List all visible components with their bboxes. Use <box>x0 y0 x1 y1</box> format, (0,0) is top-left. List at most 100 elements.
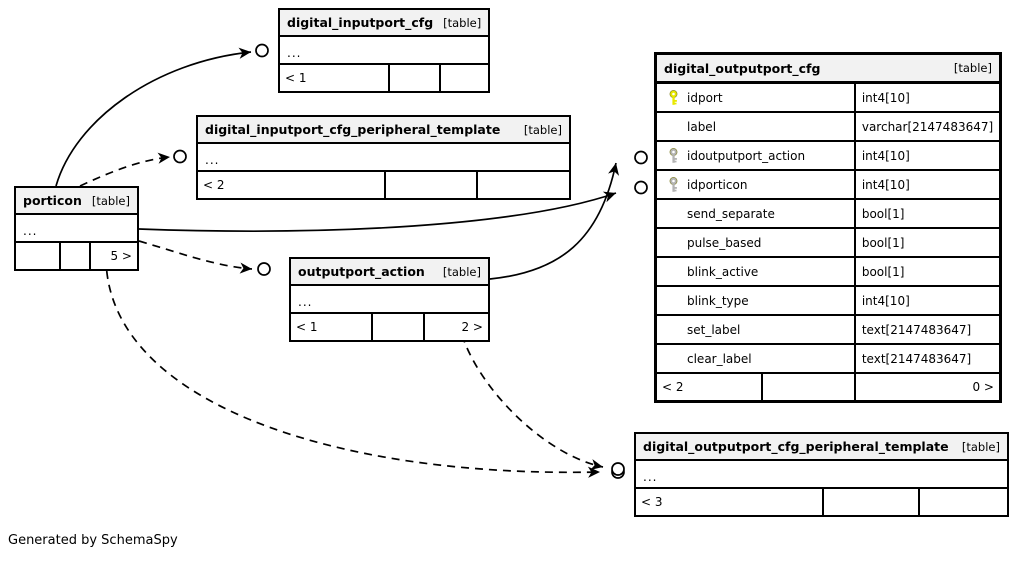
column-name: label <box>687 119 717 134</box>
column-name: send_separate <box>687 206 775 221</box>
column-name: set_label <box>687 322 741 337</box>
column-name-cell: idoutputport_action <box>657 147 854 164</box>
table-name: digital_outputport_cfg <box>664 60 821 76</box>
generated-by-caption: Generated by SchemaSpy <box>8 533 178 548</box>
column-name: idporticon <box>687 177 748 192</box>
column-name-cell: blink_type <box>657 294 854 308</box>
column-type: int4[10] <box>853 84 999 111</box>
table-name: digital_outputport_cfg_peripheral_templa… <box>643 439 949 454</box>
column-name: pulse_based <box>687 235 762 250</box>
table-type-tag: [table] <box>961 439 1000 454</box>
column-name: blink_active <box>687 264 759 279</box>
key-icon-foreign <box>664 176 683 193</box>
column-name: idoutputport_action <box>687 148 806 163</box>
table-porticon[interactable]: porticon [table] ... 5 > <box>14 186 139 271</box>
table-footer: < 2 0 > <box>657 374 999 400</box>
footer-cell-middle <box>822 489 918 515</box>
table-digital-outputport-cfg-peripheral-template[interactable]: digital_outputport_cfg_peripheral_templa… <box>634 432 1009 517</box>
column-name-cell: clear_label <box>657 352 854 366</box>
table-row[interactable]: blink_active bool[1] <box>657 258 999 287</box>
footer-cell-children <box>476 172 569 198</box>
column-type: int4[10] <box>853 171 999 198</box>
table-name: digital_inputport_cfg_peripheral_templat… <box>205 122 501 137</box>
table-row[interactable]: pulse_based bool[1] <box>657 229 999 258</box>
table-type-tag: [table] <box>523 122 562 137</box>
footer-cell-parents: < 2 <box>662 380 684 394</box>
footer-cell-middle <box>387 65 439 91</box>
table-footer: 5 > <box>16 243 137 269</box>
footer-cell-children <box>918 489 1007 515</box>
column-name-cell: pulse_based <box>657 236 854 250</box>
footer-cell-parents: < 2 <box>203 178 225 192</box>
table-row[interactable]: idport int4[10] <box>657 84 999 113</box>
footer-cell-children: 5 > <box>89 243 137 269</box>
table-header: digital_inputport_cfg_peripheral_templat… <box>198 117 569 144</box>
key-icon-foreign <box>664 147 683 164</box>
table-row[interactable]: blink_type int4[10] <box>657 287 999 316</box>
table-digital-outputport-cfg[interactable]: digital_outputport_cfg [table] idport int… <box>654 52 1002 403</box>
footer-cell-children <box>438 65 488 91</box>
column-name-cell: idporticon <box>657 176 854 193</box>
table-row[interactable]: label varchar[2147483647] <box>657 113 999 142</box>
table-footer: < 2 <box>198 172 569 198</box>
edge-porticon-to-outputport-action <box>138 240 271 276</box>
column-name: blink_type <box>687 293 749 308</box>
table-type-tag: [table] <box>953 61 992 75</box>
column-name: clear_label <box>687 351 752 366</box>
footer-cell-children: 0 > <box>854 374 999 400</box>
footer-cell-children: 2 > <box>423 314 488 340</box>
column-type: bool[1] <box>853 229 999 256</box>
column-type: text[2147483647] <box>853 345 999 372</box>
table-footer: < 3 <box>636 489 1007 515</box>
table-columns-ellipsis: ... <box>280 37 488 65</box>
table-name: digital_inputport_cfg <box>287 15 434 30</box>
table-row[interactable]: send_separate bool[1] <box>657 200 999 229</box>
table-columns-ellipsis: ... <box>291 286 488 314</box>
column-type: int4[10] <box>853 142 999 169</box>
column-name-cell: set_label <box>657 323 854 337</box>
table-type-tag: [table] <box>442 264 481 279</box>
table-row[interactable]: idoutputport_action int4[10] <box>657 142 999 171</box>
table-name: porticon <box>23 193 82 208</box>
table-type-tag: [table] <box>91 193 130 208</box>
table-type-tag: [table] <box>443 15 482 30</box>
table-columns-ellipsis: ... <box>636 461 1007 489</box>
footer-cell-parents: < 1 <box>285 71 307 85</box>
footer-cell-middle <box>59 243 89 269</box>
table-name: outputport_action <box>298 264 425 279</box>
column-type: varchar[2147483647] <box>853 113 999 140</box>
footer-cell-middle <box>761 374 854 400</box>
footer-cell-middle <box>371 314 423 340</box>
edge-porticon-to-inputport-peripheral-template <box>79 149 187 187</box>
edge-outputport-action-to-outputport-peripheral-template <box>461 334 625 476</box>
column-type: int4[10] <box>853 287 999 314</box>
table-row[interactable]: clear_label text[2147483647] <box>657 345 999 374</box>
column-type: bool[1] <box>853 200 999 227</box>
table-columns-ellipsis: ... <box>16 215 137 243</box>
table-header: outputport_action [table] <box>291 259 488 286</box>
column-name-cell: blink_active <box>657 265 854 279</box>
table-header: digital_outputport_cfg_peripheral_templa… <box>636 434 1007 461</box>
footer-cell-parents: < 3 <box>641 495 663 509</box>
table-digital-inputport-cfg[interactable]: digital_inputport_cfg [table] ... < 1 <box>278 8 490 93</box>
table-row[interactable]: set_label text[2147483647] <box>657 316 999 345</box>
table-digital-inputport-cfg-peripheral-template[interactable]: digital_inputport_cfg_peripheral_templat… <box>196 115 571 200</box>
column-name: idport <box>687 90 723 105</box>
table-outputport-action[interactable]: outputport_action [table] ... < 1 2 > <box>289 257 490 342</box>
table-header: digital_inputport_cfg [table] <box>280 10 488 37</box>
footer-cell-parents <box>16 243 59 269</box>
column-name-cell: idport <box>657 89 854 106</box>
column-type: bool[1] <box>853 258 999 285</box>
column-name-cell: send_separate <box>657 207 854 221</box>
table-header: digital_outputport_cfg [table] <box>657 55 999 84</box>
table-columns-ellipsis: ... <box>198 144 569 172</box>
column-type: text[2147483647] <box>853 316 999 343</box>
column-name-cell: label <box>657 120 854 134</box>
footer-cell-parents: < 1 <box>296 320 318 334</box>
table-footer: < 1 2 > <box>291 314 488 340</box>
key-icon-primary <box>664 89 683 106</box>
footer-cell-middle <box>384 172 476 198</box>
table-row[interactable]: idporticon int4[10] <box>657 171 999 200</box>
